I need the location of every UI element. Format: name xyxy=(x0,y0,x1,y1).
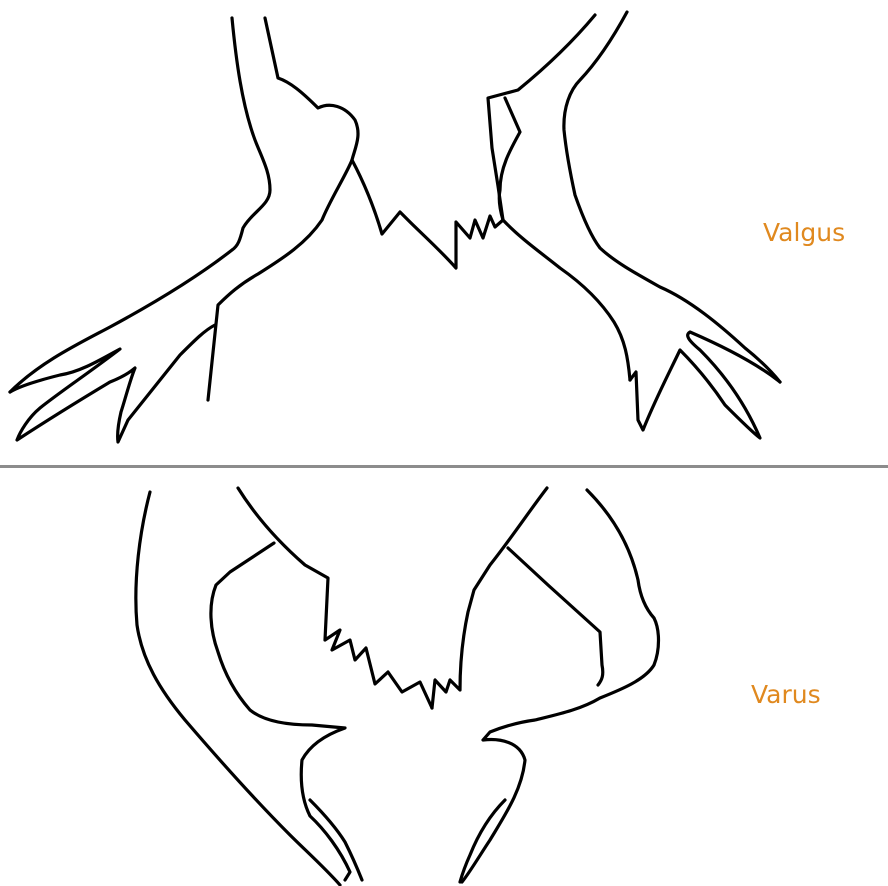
valgus-left-leg-inner xyxy=(208,18,358,400)
valgus-right-knee xyxy=(499,98,520,220)
valgus-figure xyxy=(10,12,780,442)
varus-right-leg-inner xyxy=(432,488,547,708)
valgus-left-toes xyxy=(10,325,215,442)
section-divider xyxy=(0,465,888,468)
varus-figure xyxy=(136,488,659,885)
varus-right-knee xyxy=(508,548,603,685)
varus-left-toes xyxy=(310,800,362,880)
valgus-right-toes xyxy=(630,332,780,438)
valgus-right-leg-inner xyxy=(488,15,630,380)
varus-left-leg-outer xyxy=(136,492,340,885)
varus-torn-edge xyxy=(238,488,432,708)
varus-right-leg-outer xyxy=(462,490,659,882)
varus-label: Varus xyxy=(751,682,821,707)
varus-right-toes xyxy=(460,800,505,882)
valgus-right-leg-outer xyxy=(564,12,780,382)
valgus-label: Valgus xyxy=(763,220,845,245)
valgus-torn-edge xyxy=(352,160,503,268)
varus-left-leg-inner xyxy=(211,543,350,880)
valgus-left-leg-outer xyxy=(10,18,270,392)
